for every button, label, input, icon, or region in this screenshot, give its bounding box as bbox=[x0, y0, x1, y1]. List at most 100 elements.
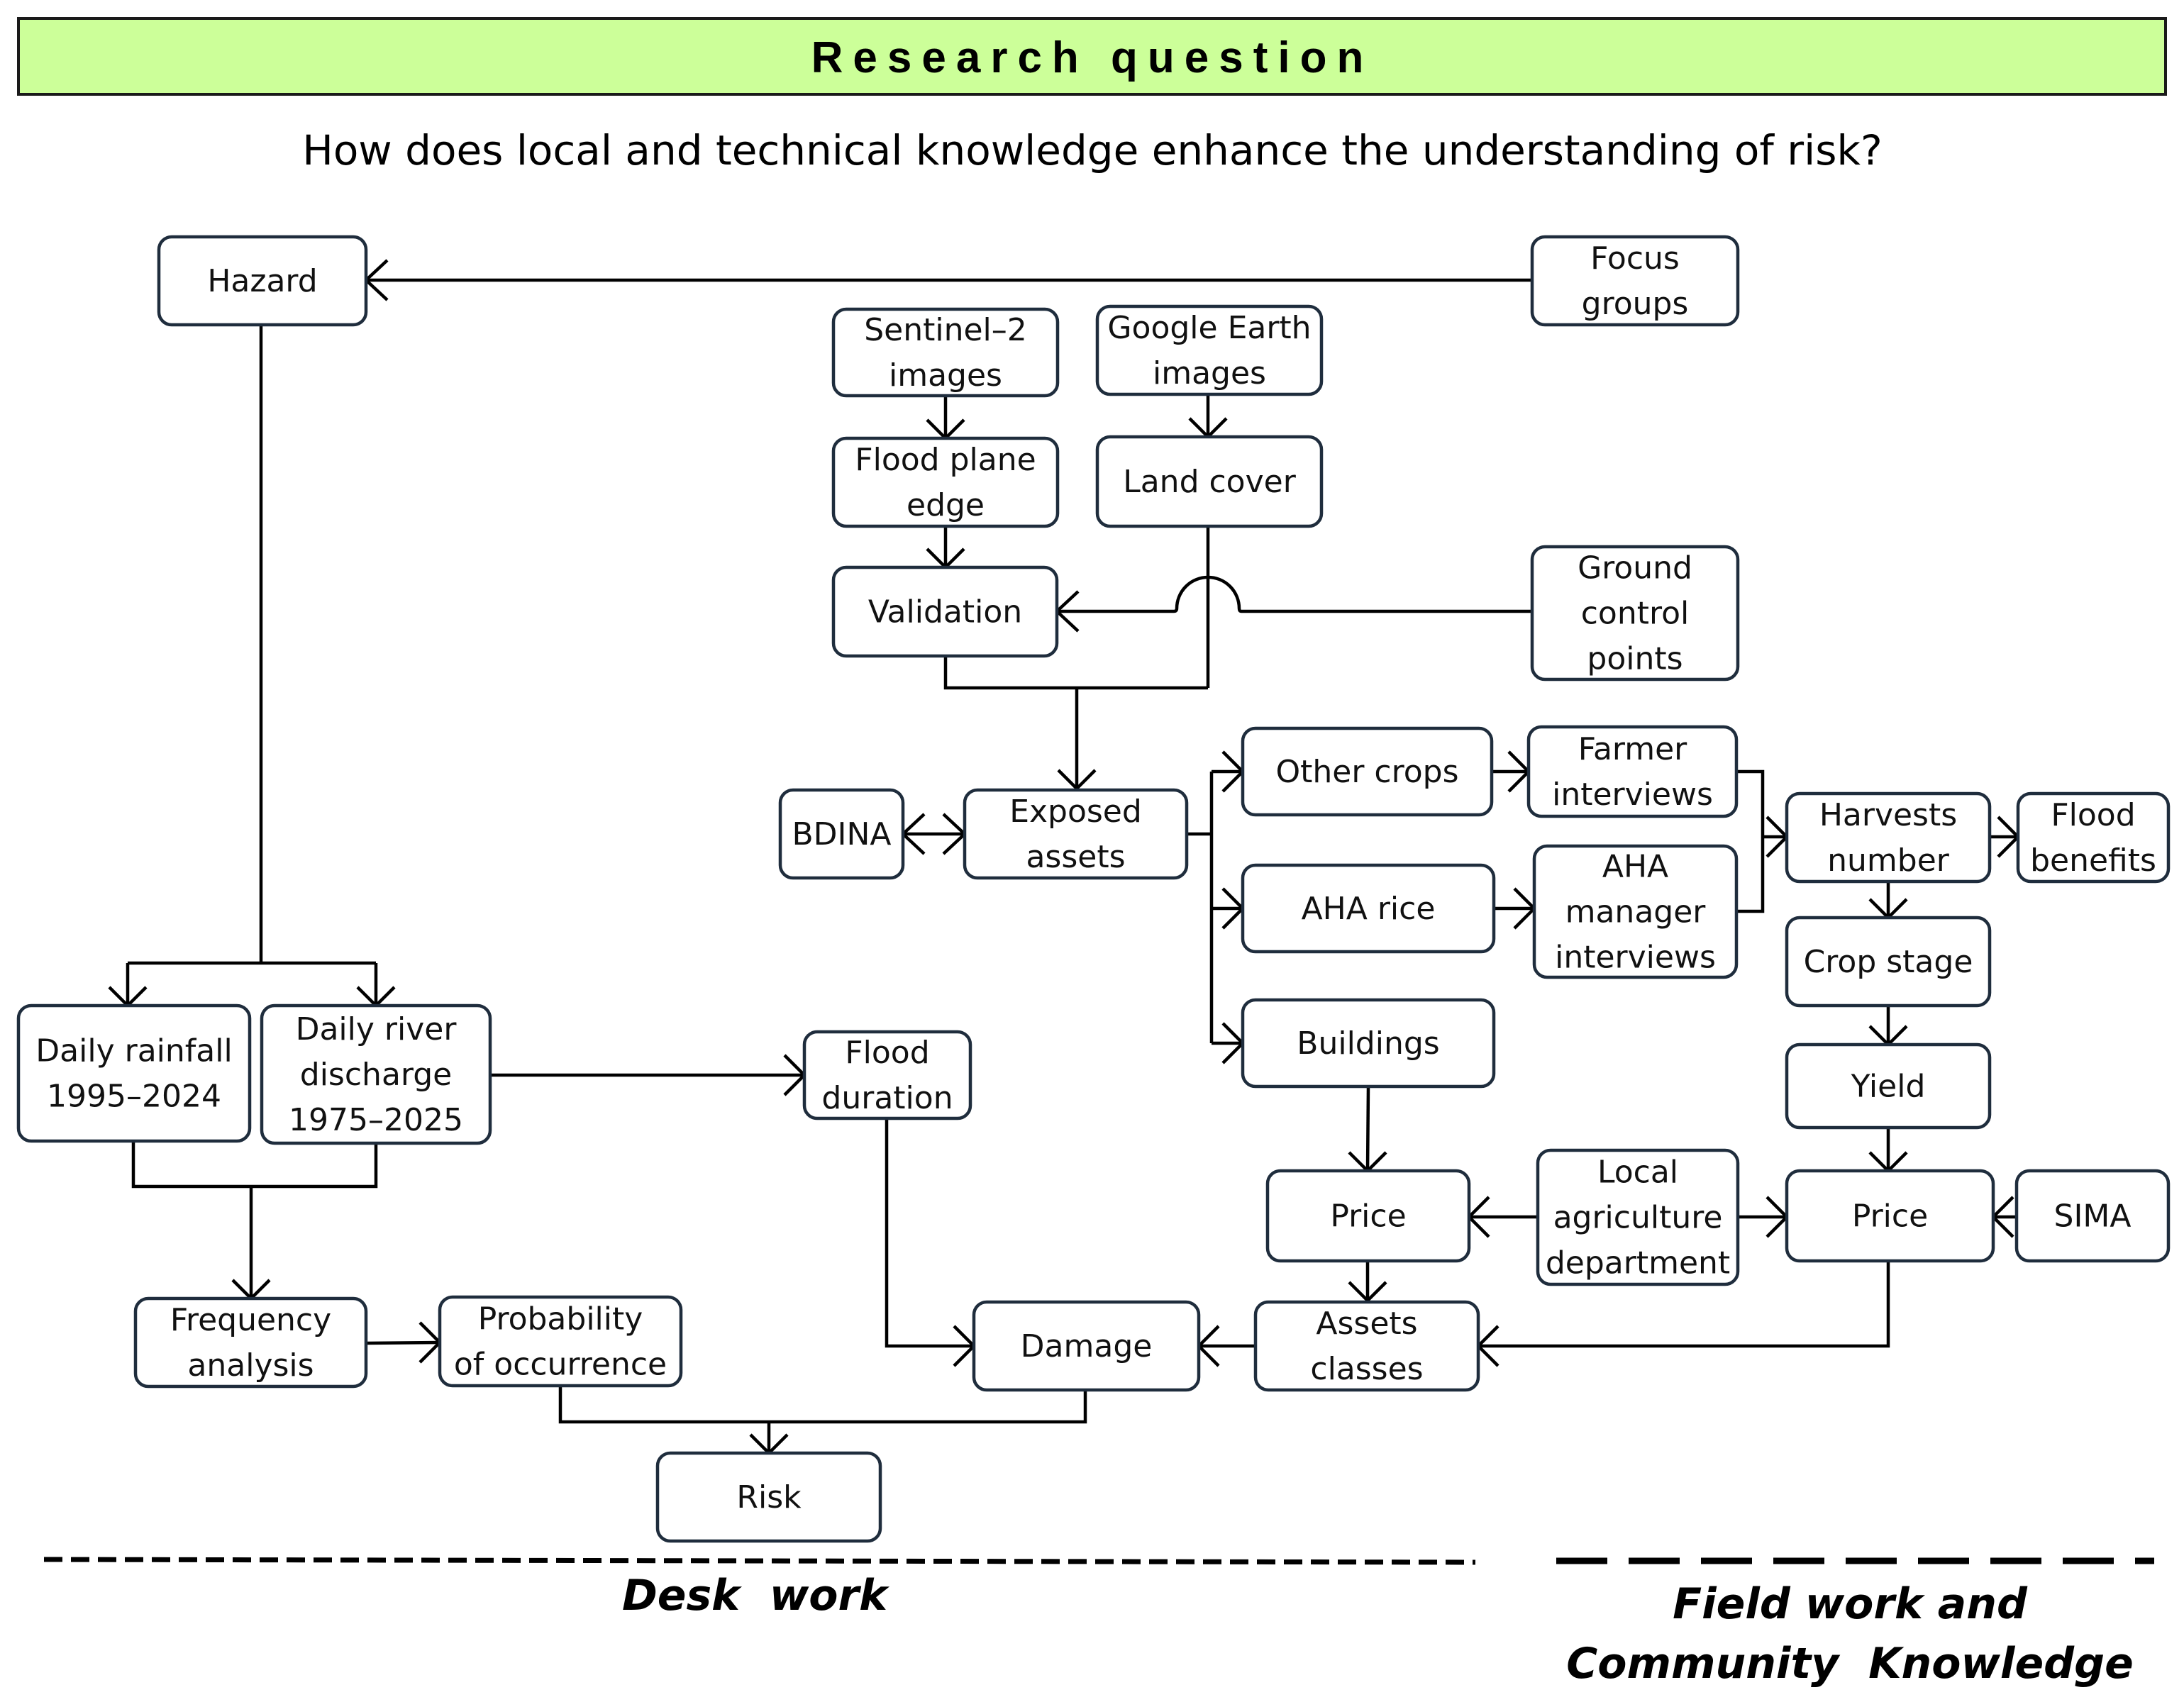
field-work-label-line1: Field work and bbox=[1673, 1579, 2028, 1629]
node-risk: Risk bbox=[655, 1451, 882, 1543]
node-box bbox=[1785, 1169, 1995, 1263]
node-label: Land cover bbox=[1123, 464, 1297, 500]
node-google: Google Earth images bbox=[1095, 304, 1324, 396]
node-label: images bbox=[1153, 355, 1266, 391]
edge-gcp-validation bbox=[1057, 575, 1532, 613]
node-hazard: Hazard bbox=[157, 235, 368, 327]
node-box bbox=[1785, 791, 1992, 884]
node-label: AHA rice bbox=[1302, 891, 1436, 927]
node-floodplane: Flood plane edge bbox=[831, 436, 1060, 528]
node-label: Flood plane bbox=[855, 442, 1036, 478]
node-label: Damage bbox=[1021, 1328, 1153, 1364]
node-buildings: Buildings bbox=[1241, 998, 1496, 1089]
node-label: manager bbox=[1565, 894, 1707, 930]
node-label: Buildings bbox=[1297, 1025, 1439, 1062]
node-label: duration bbox=[821, 1080, 953, 1116]
node-label: points bbox=[1587, 641, 1683, 677]
node-label: 1975–2025 bbox=[289, 1102, 463, 1138]
node-box bbox=[133, 1296, 368, 1389]
desk-work-label: Desk work bbox=[622, 1571, 889, 1620]
node-label: classes bbox=[1310, 1351, 1423, 1387]
node-box bbox=[802, 1030, 972, 1120]
node-box bbox=[1253, 1300, 1480, 1392]
node-box bbox=[831, 565, 1059, 658]
node-box bbox=[655, 1451, 882, 1543]
node-damage: Damage bbox=[972, 1300, 1201, 1392]
node-box bbox=[1532, 844, 1739, 979]
node-box bbox=[1095, 304, 1324, 396]
banner-title: Research question bbox=[811, 33, 1374, 82]
node-box bbox=[1241, 726, 1494, 817]
edge-interviews-bracket bbox=[1736, 769, 1765, 913]
node-label: 1995–2024 bbox=[47, 1079, 221, 1115]
node-label: edge bbox=[907, 487, 985, 523]
node-box bbox=[1526, 725, 1739, 818]
node-label: SIMA bbox=[2054, 1198, 2132, 1235]
node-price1: Price bbox=[1265, 1169, 1471, 1263]
node-sima: SIMA bbox=[2014, 1169, 2171, 1263]
node-othercrops: Other crops bbox=[1241, 726, 1494, 817]
node-box bbox=[16, 1003, 252, 1143]
node-box bbox=[972, 1300, 1201, 1392]
node-box bbox=[831, 436, 1060, 528]
node-box bbox=[1530, 235, 1740, 327]
node-assetclasses: Assets classes bbox=[1253, 1300, 1480, 1392]
node-box bbox=[1241, 863, 1496, 954]
node-rainfall: Daily rainfall 1995–2024 bbox=[16, 1003, 252, 1143]
node-box bbox=[1095, 435, 1324, 528]
node-box bbox=[1265, 1169, 1471, 1263]
node-label: Google Earth bbox=[1107, 310, 1311, 346]
node-bdina: BDINA bbox=[778, 788, 905, 880]
node-label: analysis bbox=[187, 1347, 314, 1384]
node-label: Other crops bbox=[1275, 754, 1458, 790]
node-label: AHA bbox=[1602, 849, 1668, 885]
node-label: Daily rainfall bbox=[35, 1033, 232, 1069]
node-label: department bbox=[1546, 1245, 1730, 1281]
node-label: Price bbox=[1330, 1198, 1406, 1235]
node-label: Hazard bbox=[207, 263, 317, 299]
edge-risk-merge bbox=[558, 1386, 1087, 1424]
node-price2: Price bbox=[1785, 1169, 1995, 1263]
edge-hydro-merge bbox=[131, 1141, 378, 1189]
edge-floodduration-damage bbox=[885, 1118, 974, 1348]
node-label: Risk bbox=[736, 1479, 802, 1515]
node-label: Assets bbox=[1316, 1306, 1417, 1342]
node-cropstage: Crop stage bbox=[1785, 916, 1992, 1008]
edge-validation-junction bbox=[943, 656, 1208, 690]
node-box bbox=[778, 788, 905, 880]
node-box bbox=[260, 1003, 492, 1145]
node-floodduration: Flood duration bbox=[802, 1030, 972, 1120]
node-box bbox=[438, 1295, 683, 1388]
node-aharice: AHA rice bbox=[1241, 863, 1496, 954]
node-box bbox=[157, 235, 368, 327]
node-box bbox=[831, 307, 1060, 398]
node-box bbox=[963, 788, 1189, 880]
node-label: assets bbox=[1026, 839, 1125, 875]
node-yield: Yield bbox=[1785, 1042, 1992, 1130]
node-label: Probability bbox=[478, 1301, 643, 1337]
edge-frequency-probability bbox=[365, 1340, 440, 1345]
node-validation: Validation bbox=[831, 565, 1059, 658]
node-box bbox=[1785, 916, 1992, 1008]
node-label: discharge bbox=[300, 1057, 452, 1093]
node-label: images bbox=[889, 357, 1002, 394]
node-label: control bbox=[1581, 596, 1690, 632]
node-label: interviews bbox=[1552, 777, 1713, 813]
node-label: Validation bbox=[868, 594, 1022, 630]
node-box bbox=[1241, 998, 1496, 1089]
node-box bbox=[1536, 1148, 1740, 1286]
node-box bbox=[1785, 1042, 1992, 1130]
node-label: Crop stage bbox=[1804, 944, 1973, 980]
node-label: Flood bbox=[845, 1035, 929, 1071]
